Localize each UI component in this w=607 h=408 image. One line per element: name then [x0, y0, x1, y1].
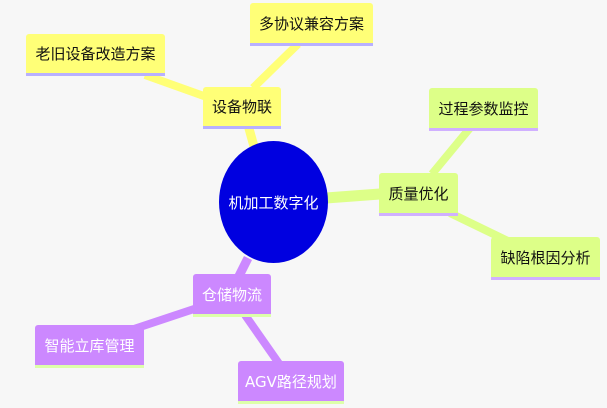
root-label: 机加工数字化 [228, 193, 319, 212]
node-label: 设备物联 [211, 98, 272, 116]
root-node[interactable]: 机加工数字化 [219, 141, 328, 263]
leaf-node-multi-protocol[interactable]: 多协议兼容方案 [250, 3, 373, 46]
node-label: 缺陷根因分析 [500, 248, 591, 267]
leaf-node-process-monitor[interactable]: 过程参数监控 [429, 88, 538, 131]
branch-node-logistics[interactable]: 仓储物流 [193, 274, 271, 317]
link-root-quality [325, 188, 381, 204]
node-label: 仓储物流 [201, 285, 262, 304]
branch-node-device-iot[interactable]: 设备物联 [203, 87, 281, 129]
node-label: 多协议兼容方案 [258, 14, 364, 33]
node-label: 质量优化 [388, 184, 449, 203]
node-label: 智能立库管理 [44, 336, 135, 355]
node-label: 过程参数监控 [438, 99, 529, 118]
leaf-node-agv-path[interactable]: AGV路径规划 [238, 361, 344, 404]
link-quality-monitor [428, 125, 474, 177]
branch-node-quality[interactable]: 质量优化 [379, 173, 458, 216]
leaf-node-legacy-retrofit[interactable]: 老旧设备改造方案 [26, 34, 165, 76]
leaf-node-smart-warehouse[interactable]: 智能立库管理 [35, 325, 144, 368]
link-logistics-agv [241, 312, 284, 368]
link-device-protocol [250, 41, 301, 91]
node-label: 老旧设备改造方案 [35, 45, 156, 63]
node-label: AGV路径规划 [245, 372, 337, 391]
leaf-node-defect-analysis[interactable]: 缺陷根因分析 [491, 237, 600, 280]
